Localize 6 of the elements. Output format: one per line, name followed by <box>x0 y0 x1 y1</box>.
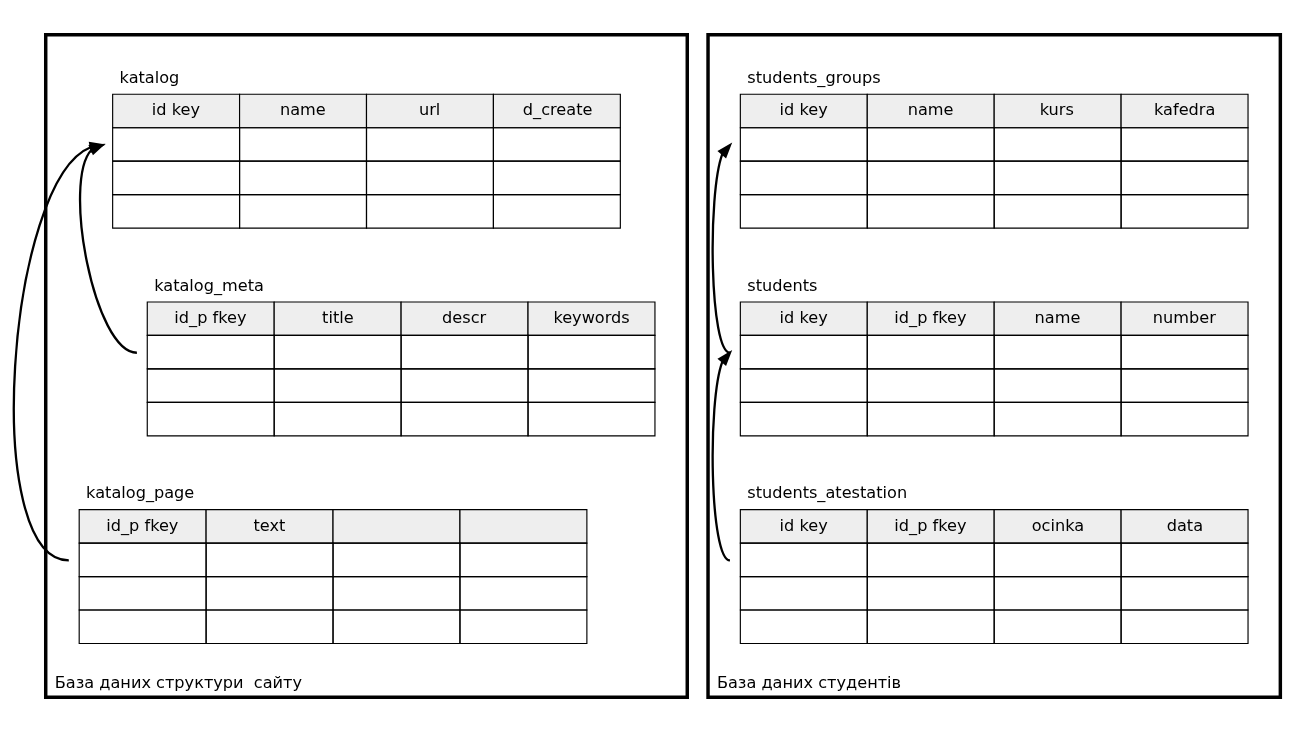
node-label: students_groups <box>747 67 881 87</box>
node-label: katalog_meta <box>154 275 264 295</box>
node-label: students <box>747 275 818 295</box>
node-label: katalog <box>119 67 180 87</box>
node-label: students_atestation <box>747 482 908 502</box>
node-label: katalog_page <box>86 482 195 502</box>
